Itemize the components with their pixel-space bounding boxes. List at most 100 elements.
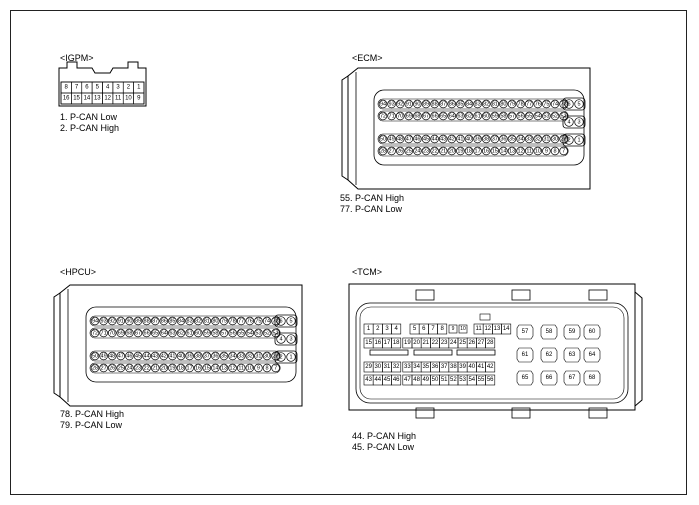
ecm-pin-label: 92	[397, 101, 403, 107]
tcm-cell-label: 15	[365, 340, 372, 346]
ecm-pin-ring	[438, 111, 448, 121]
ecm-pin-label: 90	[414, 101, 420, 107]
tcm-separator-bar	[456, 349, 496, 356]
hpcu-side-pin-ring	[286, 352, 296, 362]
ecm-pin-label: 41	[457, 136, 463, 142]
tcm-big-terminal	[563, 347, 581, 363]
igpm-cell-label: 15	[73, 96, 80, 102]
ecm-pin-ring	[404, 134, 414, 144]
igpm-cell-label: 13	[94, 96, 101, 102]
tcm-cell-label: 17	[384, 340, 391, 346]
hpcu-side-pin-ring	[286, 334, 296, 344]
hpcu-pin-ring	[236, 363, 246, 373]
ecm-pin-ring	[413, 111, 422, 121]
ecm-pin-label: 9	[545, 148, 548, 154]
ecm-pin-label: 39	[475, 136, 481, 142]
hpcu-pin-ring	[142, 351, 151, 361]
hpcu-pin-label: 70	[109, 330, 115, 336]
hpcu-pin-label: 9	[257, 365, 260, 371]
ecm-pin-ring	[430, 111, 439, 121]
hpcu-pin-ring	[107, 363, 117, 373]
hpcu-pin-ring	[116, 351, 126, 361]
ecm-pin-ring	[524, 111, 534, 121]
hpcu-pin-label: 31	[255, 353, 261, 359]
ecm-pin-label: 59	[492, 113, 498, 119]
hpcu-side-pin-ring	[276, 334, 286, 344]
tcm-cell-label: 13	[494, 326, 501, 332]
ecm-row-band	[377, 98, 569, 110]
tcm-cell-label: 35	[422, 364, 429, 370]
hpcu-pin-ring	[99, 363, 108, 373]
tcm-cell	[391, 323, 402, 335]
tcm-cell-label: 52	[450, 377, 457, 383]
hpcu-pin-label: 65	[152, 330, 158, 336]
ecm-pin-label: 67	[423, 113, 429, 119]
ecm-pin-ring	[473, 99, 482, 109]
tcm-inner-frame	[355, 302, 629, 404]
tcm-separator-bar	[369, 349, 409, 356]
ecm-pin-ring	[438, 146, 448, 156]
hpcu-pin-ring	[168, 316, 177, 326]
ecm-pin-label: 37	[492, 136, 498, 142]
hpcu-pin-ring	[150, 316, 160, 326]
tcm-cell	[391, 361, 402, 373]
ecm-side-pin-label: 4	[567, 119, 570, 125]
ecm-pin-ring	[542, 111, 551, 121]
ecm-side-block	[562, 115, 586, 129]
hpcu-pin-ring	[133, 328, 143, 338]
ecm-side-block	[562, 133, 586, 147]
tcm-title: <TCM>	[352, 267, 383, 277]
igpm-housing	[58, 61, 147, 107]
ecm-side-pin-label: 3	[577, 119, 580, 125]
ecm-pin-label: 38	[483, 136, 489, 142]
hpcu-pin-label: 51	[273, 330, 279, 336]
hpcu-pin-ring	[271, 316, 280, 326]
ecm-pin-ring	[516, 111, 525, 121]
hpcu-pin-ring	[107, 351, 117, 361]
ecm-pin-ring	[507, 146, 517, 156]
hpcu-pin-ring	[211, 328, 220, 338]
hpcu-pin-ring	[262, 363, 272, 373]
tcm-cell-label: 38	[450, 364, 457, 370]
hpcu-pin-ring	[159, 328, 169, 338]
tcm-key	[479, 313, 491, 321]
ecm-pin-ring	[499, 134, 508, 144]
hpcu-pin-ring	[254, 328, 263, 338]
hpcu-pin-label: 83	[187, 318, 193, 324]
ecm-pin-label: 54	[535, 113, 541, 119]
hpcu-pin-ring	[125, 363, 134, 373]
ecm-pin-label: 31	[543, 136, 549, 142]
tcm-cell-label: 46	[393, 377, 400, 383]
igpm-cell-label: 3	[116, 85, 120, 91]
ecm-pin-high: 55. P-CAN High	[340, 193, 405, 203]
ecm-pin-ring	[413, 99, 422, 109]
ecm-pin-ring	[387, 134, 396, 144]
ecm-pin-ring	[464, 99, 474, 109]
hpcu-pin-ring	[133, 316, 143, 326]
hpcu-pin-ring	[185, 363, 194, 373]
hpcu-pin-ring	[133, 363, 143, 373]
hpcu-pin-ring	[193, 316, 203, 326]
ecm-pin-label: 77	[526, 101, 532, 107]
ecm-pin-ring	[490, 134, 500, 144]
tcm-cell-label: 43	[365, 377, 372, 383]
hpcu-pin-ring	[107, 328, 117, 338]
ecm-pin-ring	[404, 111, 414, 121]
tcm-cell	[437, 323, 448, 335]
ecm-pin-label: 94	[380, 101, 386, 107]
tcm-cell-label: 1	[367, 326, 371, 332]
ecm-pin-ring	[421, 134, 431, 144]
ecm-pin-label: 75	[543, 101, 549, 107]
hpcu-pin-ring	[202, 351, 212, 361]
ecm-pin-label: 74	[552, 101, 558, 107]
tcm-big-terminal	[583, 324, 601, 340]
igpm-pin-1: 1. P-CAN Low	[60, 112, 118, 122]
ecm-pin-label: 16	[483, 148, 489, 154]
hpcu-pin-ring	[99, 351, 108, 361]
ecm-pin-ring	[464, 146, 474, 156]
tcm-cell	[501, 323, 512, 335]
hpcu-pin-label: 20	[161, 365, 167, 371]
tcm-big-terminal-label: 57	[522, 329, 529, 335]
tcm-cell-label: 20	[413, 340, 420, 346]
